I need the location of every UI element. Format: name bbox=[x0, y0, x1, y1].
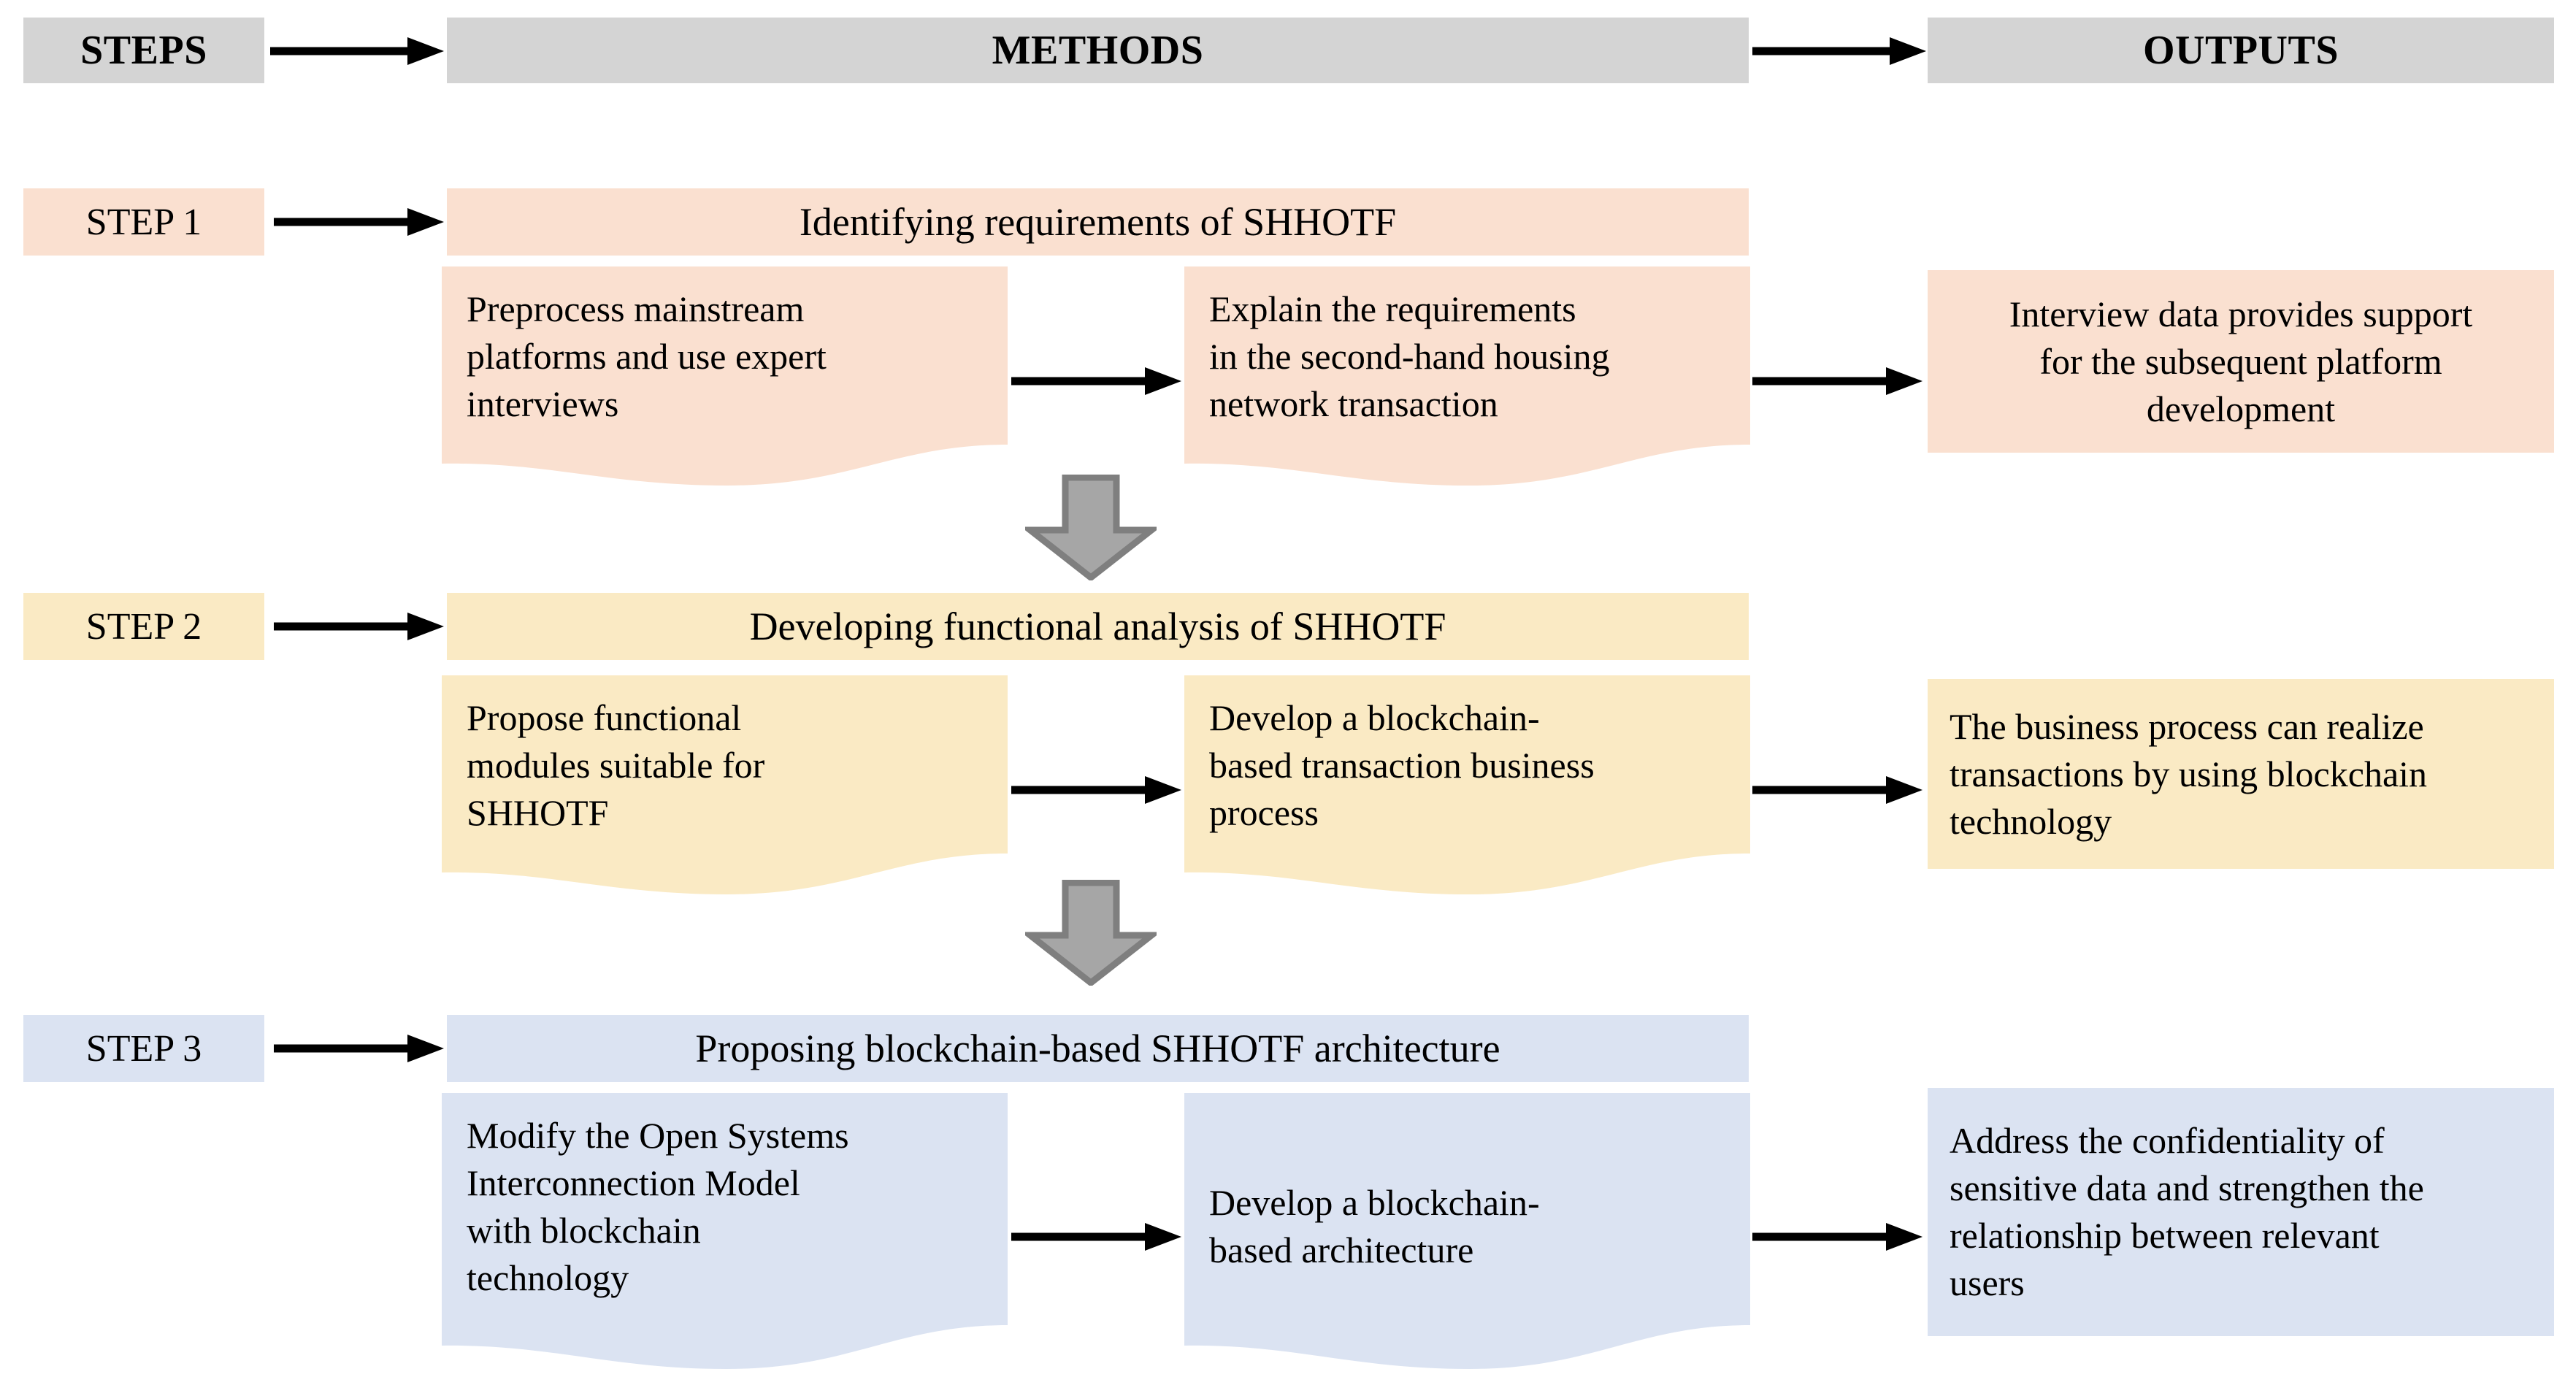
method-card-3b-text: Develop a blockchain- based architecture bbox=[1209, 1182, 1540, 1270]
output-card-3[interactable]: Address the confidentiality of sensitive… bbox=[1928, 1088, 2554, 1336]
arrow-method1a-to-1b bbox=[1011, 367, 1181, 395]
header-arrow-steps-to-methods bbox=[270, 37, 444, 65]
method-card-2a-text: Propose functional modules suitable for … bbox=[467, 697, 765, 833]
method-card-1b-shape bbox=[1184, 266, 1750, 486]
method-card-3a[interactable]: Modify the Open Systems Interconnection … bbox=[442, 1093, 1008, 1370]
step-chip-3[interactable]: STEP 3 bbox=[23, 1015, 264, 1082]
method-card-1a[interactable]: Preprocess mainstream platforms and use … bbox=[442, 266, 1008, 486]
method-card-3b-shape bbox=[1184, 1093, 1750, 1369]
chevron-down-icon-2 bbox=[1025, 880, 1157, 986]
step-chip-2-label: STEP 2 bbox=[85, 605, 202, 648]
step-chip-2[interactable]: STEP 2 bbox=[23, 593, 264, 660]
arrow-method1b-to-output1 bbox=[1752, 367, 1923, 395]
step-title-3-label: Proposing blockchain-based SHHOTF archit… bbox=[695, 1027, 1500, 1070]
method-card-3b[interactable]: Develop a blockchain- based architecture bbox=[1184, 1093, 1750, 1370]
output-card-2[interactable]: The business process can realize transac… bbox=[1928, 679, 2554, 869]
step-chip-1-label: STEP 1 bbox=[85, 201, 202, 243]
arrow-method3b-to-output3 bbox=[1752, 1223, 1923, 1251]
arrow-method2a-to-2b bbox=[1011, 776, 1181, 804]
arrow-step3-to-title bbox=[274, 1035, 444, 1062]
output-card-1-text: Interview data provides support for the … bbox=[2009, 293, 2473, 429]
step-chip-1[interactable]: STEP 1 bbox=[23, 188, 264, 256]
step-title-1: Identifying requirements of SHHOTF bbox=[447, 188, 1749, 256]
chevron-down-icon-1 bbox=[1025, 475, 1157, 580]
method-card-3a-text: Modify the Open Systems Interconnection … bbox=[467, 1115, 849, 1298]
step-title-1-label: Identifying requirements of SHHOTF bbox=[799, 200, 1397, 244]
header-arrow-methods-to-outputs bbox=[1752, 37, 1926, 65]
header-steps-label: STEPS bbox=[80, 28, 207, 73]
method-card-2b[interactable]: Develop a blockchain- based transaction … bbox=[1184, 675, 1750, 894]
method-card-1b[interactable]: Explain the requirements in the second-h… bbox=[1184, 266, 1750, 486]
header-methods: METHODS bbox=[447, 18, 1749, 83]
header-outputs: OUTPUTS bbox=[1928, 18, 2554, 83]
output-card-3-text: Address the confidentiality of sensitive… bbox=[1950, 1120, 2424, 1303]
method-card-2a[interactable]: Propose functional modules suitable for … bbox=[442, 675, 1008, 894]
method-card-1a-text: Preprocess mainstream platforms and use … bbox=[467, 288, 827, 424]
header-methods-label: METHODS bbox=[992, 28, 1204, 73]
arrow-step2-to-title bbox=[274, 613, 444, 640]
method-card-1a-shape bbox=[442, 266, 1008, 486]
method-card-1b-text: Explain the requirements in the second-h… bbox=[1209, 288, 1610, 424]
method-card-2a-shape bbox=[442, 675, 1008, 894]
arrow-step1-to-title bbox=[274, 208, 444, 236]
step-title-2: Developing functional analysis of SHHOTF bbox=[447, 593, 1749, 660]
header-outputs-label: OUTPUTS bbox=[2143, 28, 2339, 73]
arrow-method3a-to-3b bbox=[1011, 1223, 1181, 1251]
method-card-2b-shape bbox=[1184, 675, 1750, 894]
method-card-3a-shape bbox=[442, 1093, 1008, 1369]
output-card-2-text: The business process can realize transac… bbox=[1950, 705, 2428, 842]
step-chip-3-label: STEP 3 bbox=[85, 1027, 202, 1070]
method-card-2b-text: Develop a blockchain- based transaction … bbox=[1209, 697, 1595, 833]
header-steps: STEPS bbox=[23, 18, 264, 83]
step-title-3: Proposing blockchain-based SHHOTF archit… bbox=[447, 1015, 1749, 1082]
arrow-method2b-to-output2 bbox=[1752, 776, 1923, 804]
output-card-1[interactable]: Interview data provides support for the … bbox=[1928, 270, 2554, 453]
step-title-2-label: Developing functional analysis of SHHOTF bbox=[749, 605, 1446, 648]
